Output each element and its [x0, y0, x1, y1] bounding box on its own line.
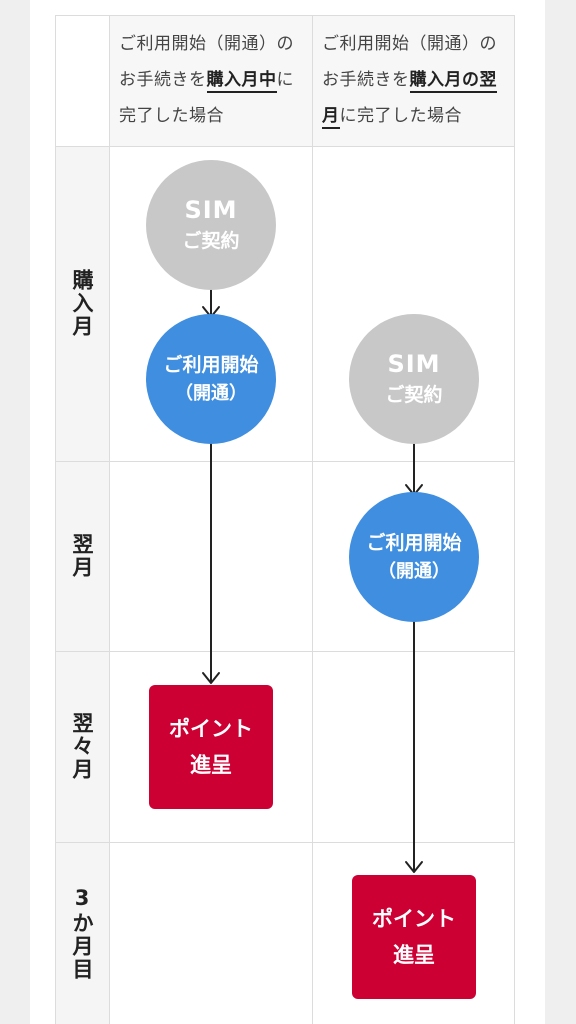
table-border — [55, 146, 515, 147]
table-border — [55, 842, 515, 843]
table-border — [109, 15, 110, 1024]
row-label-text: 購入月 — [70, 269, 94, 338]
node-label: SIM — [184, 196, 238, 224]
node-label: （開通） — [175, 383, 247, 404]
row-label-text: 3か月目 — [70, 885, 94, 981]
header-text: ご利用開始（開通）のお手続きを — [322, 34, 497, 90]
row-label-next-month: 翌月 — [55, 461, 109, 651]
point-award-node: ポイント 進呈 — [149, 685, 273, 809]
table-border — [514, 15, 515, 1024]
column-header-next-month: ご利用開始（開通）のお手続きを購入月の翌月に完了した場合 — [322, 26, 508, 134]
header-emphasis: 購入月の翌月 — [322, 70, 497, 129]
node-label: ご契約 — [385, 384, 443, 406]
table-border — [312, 15, 313, 1024]
table-border — [55, 651, 515, 652]
corner-cell — [55, 15, 109, 146]
row-label-text: 翌々月 — [70, 712, 94, 781]
arrow-head — [202, 672, 220, 684]
activation-node: ご利用開始 （開通） — [349, 492, 479, 622]
row-header-background — [55, 146, 109, 1024]
row-label-text: 翌月 — [70, 533, 94, 579]
header-text: に完了した場合 — [339, 106, 462, 126]
row-label-month-after-next: 翌々月 — [55, 651, 109, 842]
node-label: ポイント — [372, 907, 456, 931]
row-label-third-month: 3か月目 — [55, 842, 109, 1024]
sim-contract-node: SIM ご契約 — [146, 160, 276, 290]
node-label: ご利用開始 — [366, 532, 462, 554]
node-label: 進呈 — [393, 943, 435, 967]
table-border — [55, 15, 56, 1024]
header-text: ご利用開始（開通）のお手続きを — [119, 34, 294, 90]
node-label: ポイント — [169, 717, 253, 741]
header-text: に完了した場合 — [119, 70, 294, 126]
activation-node: ご利用開始 （開通） — [146, 314, 276, 444]
table-border — [55, 461, 515, 462]
node-label: ご契約 — [182, 230, 240, 252]
node-label: ご利用開始 — [163, 354, 259, 376]
table-border — [55, 15, 515, 16]
arrow-head — [405, 861, 423, 873]
column-header-purchase-month: ご利用開始（開通）のお手続きを購入月中に完了した場合 — [119, 26, 305, 134]
node-label: （開通） — [378, 561, 450, 582]
point-award-node: ポイント 進呈 — [352, 875, 476, 999]
node-label: SIM — [387, 350, 441, 378]
node-label: 進呈 — [190, 753, 232, 777]
sim-contract-node: SIM ご契約 — [349, 314, 479, 444]
row-label-purchase-month: 購入月 — [55, 146, 109, 461]
header-emphasis: 購入月中 — [206, 70, 277, 93]
